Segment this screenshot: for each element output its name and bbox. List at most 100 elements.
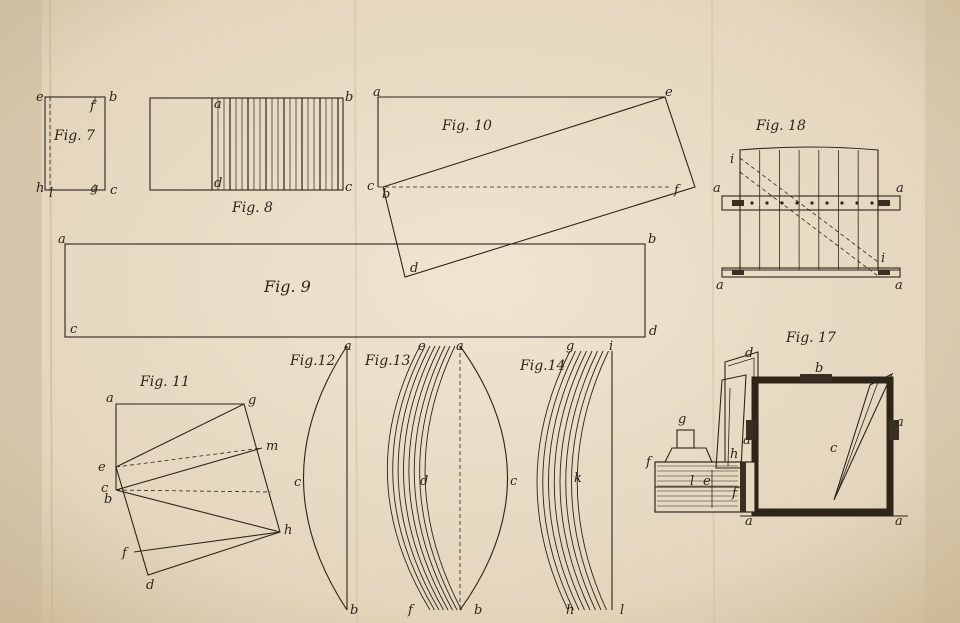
fig18-bolt <box>840 201 844 205</box>
fig9-label-b: b <box>648 232 656 247</box>
fig18-bolt <box>870 201 874 205</box>
fig10-label-c: c <box>367 179 375 194</box>
fig14-label-l: l <box>620 603 624 618</box>
fig12-label-b: b <box>350 603 358 618</box>
fig17-diagram: Fig. 17 d b g a a c h f l e f a a <box>645 330 908 529</box>
fig11-label-c: c <box>101 481 109 496</box>
fig17-label-h: h <box>730 447 738 462</box>
fig9-title: Fig. 9 <box>263 277 311 296</box>
right-edge-stain <box>925 0 960 623</box>
fig11-label-b: b <box>104 492 112 507</box>
fig18-bolt <box>810 201 814 205</box>
fig10-label-a: a <box>373 85 381 100</box>
fig12-title: Fig.12 <box>289 353 336 369</box>
fig18-title: Fig. 18 <box>755 118 806 134</box>
fig17-label-a-bottom-right: a <box>895 514 903 529</box>
fig14-arc <box>548 350 582 611</box>
fig14-title: Fig.14 <box>519 358 565 374</box>
fig18-diagram: Fig. 18 i i a a a a <box>713 118 904 293</box>
fig9-label-d: d <box>649 324 657 339</box>
fig10-title: Fig. 10 <box>441 118 492 134</box>
fig11-label-a: a <box>106 391 114 406</box>
fig18-label-i-top: i <box>730 152 734 167</box>
fig8-label-b: b <box>345 90 353 105</box>
fig8-label-a: a <box>214 97 222 112</box>
fig13-arc <box>419 345 458 611</box>
fig12-label-a: a <box>344 339 352 354</box>
fig13-label-b: b <box>474 603 482 618</box>
fig8-label-c: c <box>345 180 353 195</box>
fold-crease-center <box>354 0 358 623</box>
fig13-arc <box>386 345 431 611</box>
fig14-arc <box>553 350 587 611</box>
fig9-label-a: a <box>58 232 66 247</box>
fig18-bolt <box>780 201 784 205</box>
fig7-diagram: Fig. 7 e f b h l g c <box>36 90 118 201</box>
fig17-label-a-top-left: a <box>743 433 751 448</box>
fig10-label-e: e <box>665 85 673 100</box>
fig13-diagram: Fig.13 e a d c f b <box>364 339 518 618</box>
fig11-diagram: Fig. 11 a g m e c b h f d <box>98 374 292 593</box>
fig11-label-e: e <box>98 460 106 475</box>
fig13-label-c: c <box>510 474 518 489</box>
fig17-label-e: e <box>703 474 711 489</box>
fig14-arc <box>542 350 576 611</box>
fig17-label-c: c <box>830 441 838 456</box>
fig14-label-g: g <box>566 339 574 354</box>
fig17-label-f-right: f <box>731 486 739 501</box>
fig7-label-b: b <box>109 90 117 105</box>
fig13-arc <box>397 345 440 611</box>
left-edge-stain <box>0 0 42 623</box>
fig13-label-d: d <box>420 474 428 489</box>
fig17-label-b: b <box>815 361 823 376</box>
fig18-bolt <box>855 201 859 205</box>
fig11-label-m: m <box>266 439 278 454</box>
fig18-label-i-bottom: i <box>881 251 885 266</box>
fig9-diagram: Fig. 9 a b c d <box>58 232 657 339</box>
fig7-title: Fig. 7 <box>53 128 95 144</box>
fold-crease-right <box>711 0 715 623</box>
fig10-diagram: Fig. 10 a e c b f d <box>367 85 696 278</box>
fig11-title: Fig. 11 <box>139 374 190 390</box>
fig13-arc <box>392 345 435 611</box>
fig18-label-a-left: a <box>713 181 721 196</box>
fold-crease-left <box>49 0 53 623</box>
fig14-label-i: i <box>609 339 613 354</box>
fig17-label-d: d <box>745 346 753 361</box>
fig10-label-f: f <box>673 183 681 198</box>
fig12-diagram: Fig.12 a c b <box>289 339 358 618</box>
fig7-label-f: f <box>89 99 97 114</box>
fig8-diagram: Fig. 8 a b d c <box>149 90 353 216</box>
fig13-label-f: f <box>407 603 415 618</box>
fig7-label-e: e <box>36 90 44 105</box>
fig18-label-a-bottom-right: a <box>895 278 903 293</box>
fig14-diagram: Fig.14 g i k h l <box>519 339 624 618</box>
fig13-arc <box>408 345 449 611</box>
fig10-label-d: d <box>410 261 418 276</box>
fig8-title: Fig. 8 <box>231 200 273 216</box>
fig13-arc <box>413 345 453 611</box>
fig13-arc <box>403 345 444 611</box>
fig18-bolt <box>825 201 829 205</box>
fig17-label-a-top-right: a <box>896 415 904 430</box>
fig13-arc <box>424 345 462 611</box>
fig7-label-c: c <box>110 183 118 198</box>
fig13-title: Fig.13 <box>364 353 411 369</box>
fig8-label-d: d <box>214 176 222 191</box>
fig18-bolt <box>750 201 754 205</box>
fig18-bolt <box>795 201 799 205</box>
fig17-label-l: l <box>690 474 694 489</box>
fig11-label-d: d <box>146 578 154 593</box>
fig14-arc <box>571 350 604 611</box>
fig12-label-c: c <box>294 475 302 490</box>
fig9-label-c: c <box>70 322 78 337</box>
fig10-label-b: b <box>382 187 390 202</box>
fig13-label-e: e <box>418 339 426 354</box>
fig14-label-h: h <box>566 603 574 618</box>
fig7-label-l: l <box>49 186 53 201</box>
fig17-label-f-left: f <box>645 455 653 470</box>
fig11-label-g: g <box>248 393 256 408</box>
fig13-label-a: a <box>456 339 464 354</box>
